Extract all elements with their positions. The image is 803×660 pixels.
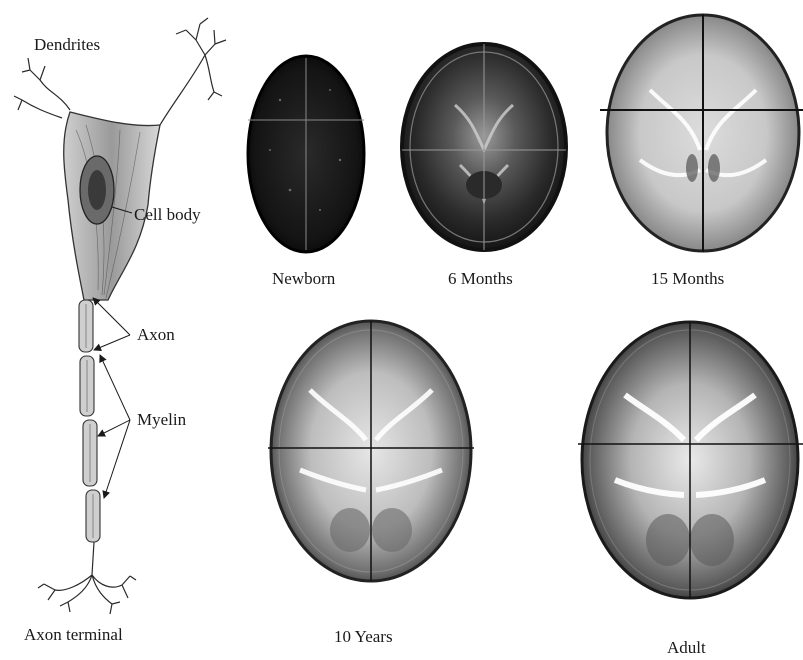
dendrites-label: Dendrites [34,36,100,53]
dendrites-right [160,18,226,125]
dendrites-left [14,58,70,118]
scan-label-adult: Adult [667,639,706,656]
scan-label-10-years: 10 Years [334,628,393,645]
myelinated-axon [79,300,100,542]
myelin-pointer-1 [100,355,130,420]
scan-6-months [402,44,566,250]
scan-10-years [268,321,474,581]
cell-body-label: Cell body [134,206,201,223]
myelin-pointer-3 [104,420,130,498]
neuron-illustration [14,18,226,614]
axon-terminal-label: Axon terminal [24,626,123,643]
scan-label-newborn: Newborn [272,270,335,287]
scan-15-months [600,14,803,252]
scan-label-15-months: 15 Months [651,270,724,287]
axon-terminal-branches [38,542,136,614]
axon-label: Axon [137,326,175,343]
myelin-label: Myelin [137,411,186,428]
scan-label-6-months: 6 Months [448,270,513,287]
scan-newborn [248,56,364,252]
axon-pointer-2 [94,335,130,350]
scan-adult [578,322,803,598]
axon-pointer-1 [93,298,130,335]
